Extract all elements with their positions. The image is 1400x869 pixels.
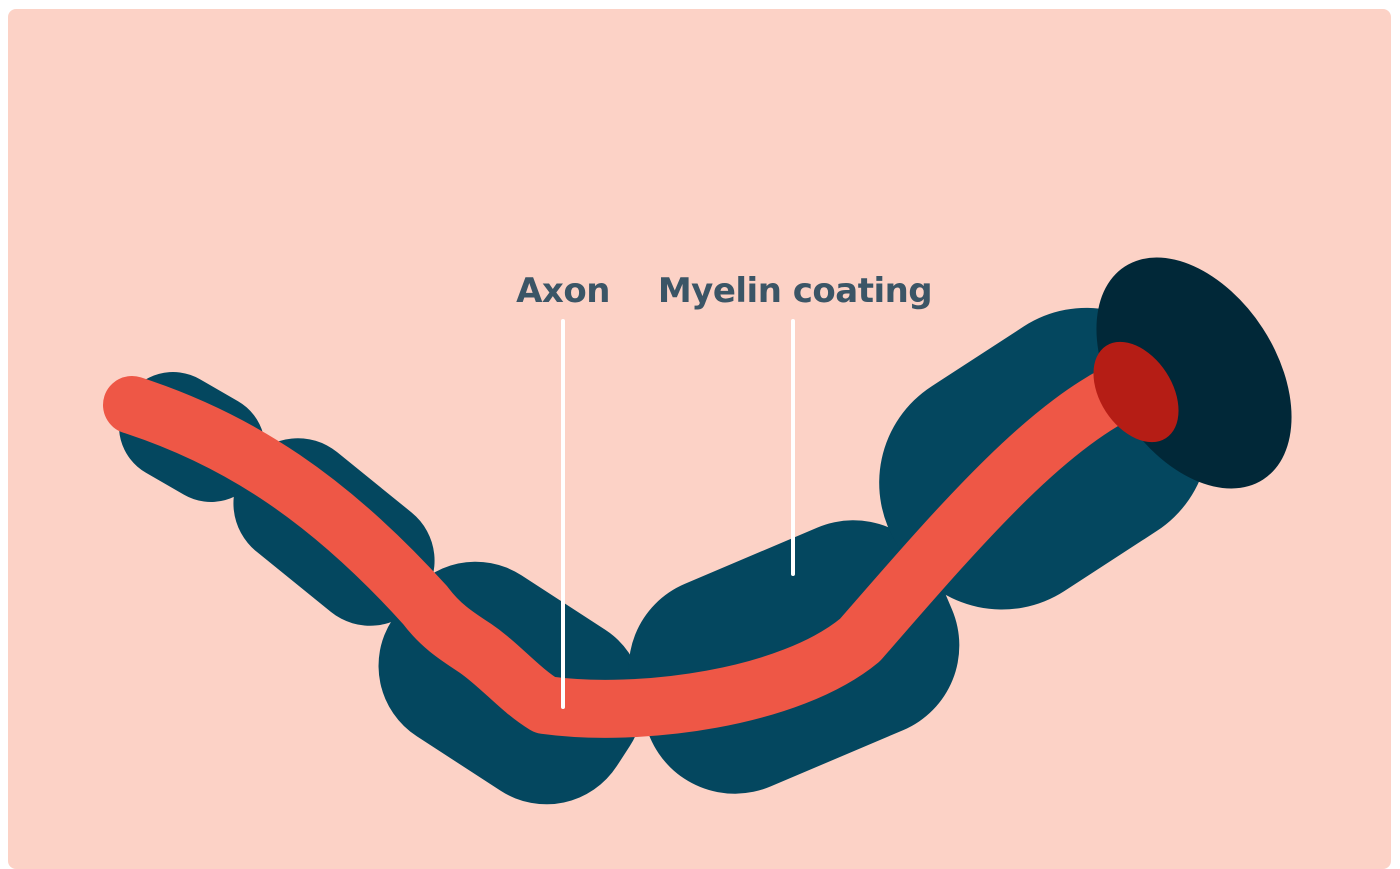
myelin-sheath-segments (99, 222, 1332, 837)
myelin-label: Myelin coating (658, 271, 932, 311)
axon-label: Axon (516, 271, 610, 311)
